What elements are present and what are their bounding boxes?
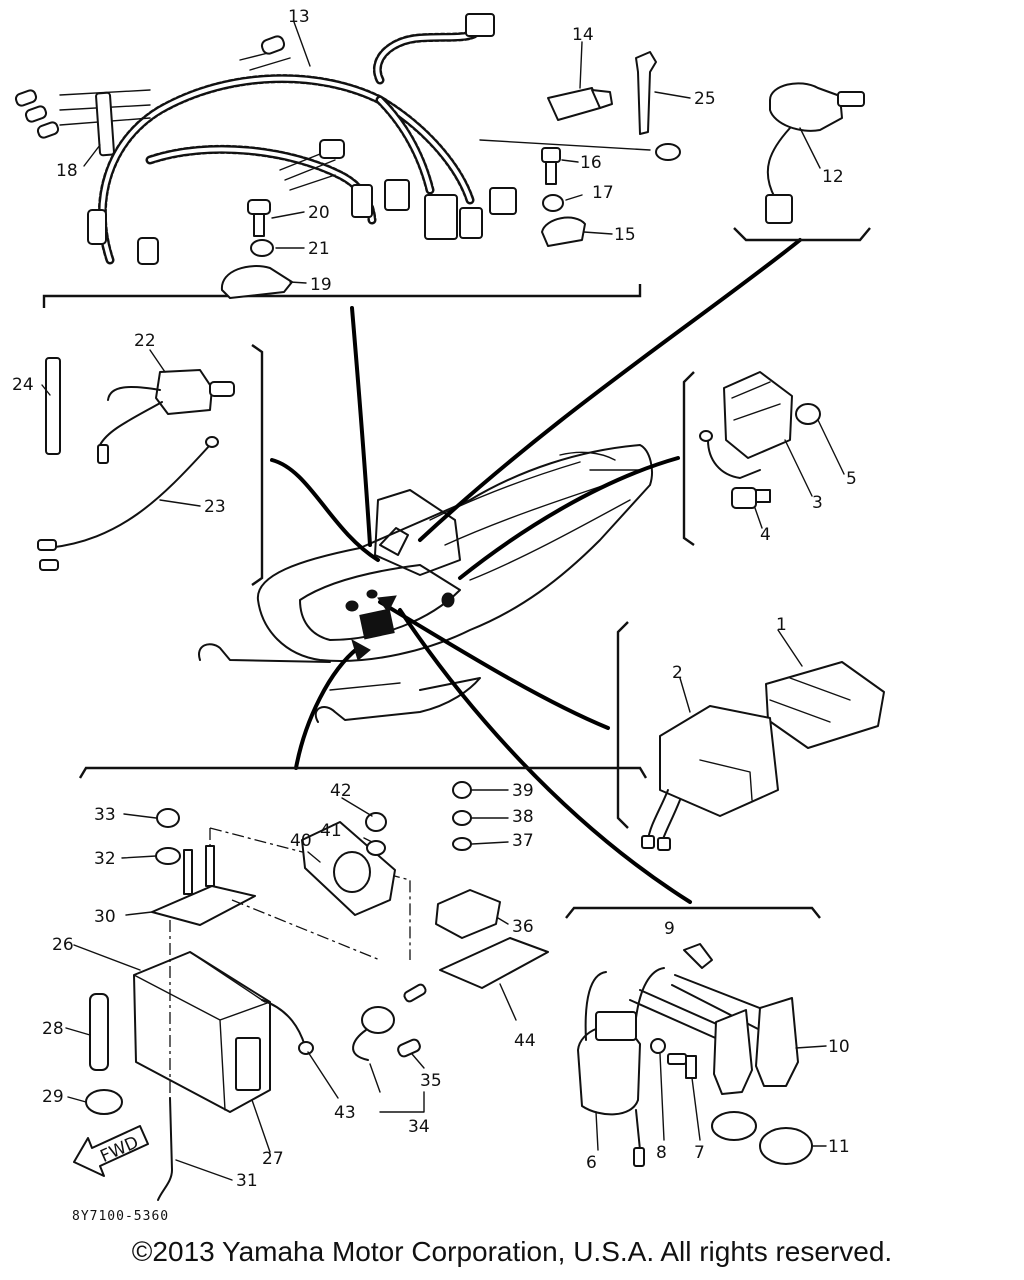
- callout-12: 12: [822, 167, 844, 187]
- switch-group: [37, 357, 235, 571]
- callout-23: 23: [204, 497, 226, 517]
- regulator-group: [699, 371, 821, 509]
- callout-37: 37: [512, 831, 534, 851]
- callout-30: 30: [94, 907, 116, 927]
- callout-14: 14: [572, 25, 594, 45]
- callout-15: 15: [614, 225, 636, 245]
- callout-5: 5: [846, 469, 857, 489]
- group-brackets: [42, 227, 871, 919]
- callout-26: 26: [52, 935, 74, 955]
- callout-27: 27: [262, 1149, 284, 1169]
- parts-diagram: FWD: [12, 7, 885, 1201]
- callout-11: 11: [828, 1137, 850, 1157]
- callout-1: 1: [776, 615, 787, 635]
- callout-39: 39: [512, 781, 534, 801]
- callout-4: 4: [760, 525, 771, 545]
- callout-29: 29: [42, 1087, 64, 1107]
- callout-13: 13: [288, 7, 310, 27]
- cdi-group: [641, 661, 885, 851]
- callout-31: 31: [236, 1171, 258, 1191]
- callout-35: 35: [420, 1071, 442, 1091]
- callout-9: 9: [664, 919, 675, 939]
- callout-32: 32: [94, 849, 116, 869]
- fwd-arrow: FWD: [73, 1125, 149, 1177]
- callout-28: 28: [42, 1019, 64, 1039]
- callout-20: 20: [308, 203, 330, 223]
- callout-24: 24: [12, 375, 34, 395]
- drawing-id: 8Y7100-5360: [72, 1209, 170, 1224]
- callout-44: 44: [514, 1031, 536, 1051]
- relay-box-group: [85, 781, 549, 1201]
- callout-17: 17: [592, 183, 614, 203]
- snowmobile-body: [198, 444, 653, 723]
- copyright-notice: ©2013 Yamaha Motor Corporation, U.S.A. A…: [131, 1236, 893, 1267]
- callout-7: 7: [694, 1143, 705, 1163]
- callout-10: 10: [828, 1037, 850, 1057]
- callout-21: 21: [308, 239, 330, 259]
- callout-3: 3: [812, 493, 823, 513]
- connection-lines: [270, 238, 802, 904]
- leader-lines: [41, 21, 845, 1181]
- callout-36: 36: [512, 917, 534, 937]
- callout-22: 22: [134, 331, 156, 351]
- callout-43: 43: [334, 1103, 356, 1123]
- callout-41: 41: [320, 821, 342, 841]
- callout-numbers: 1 2 3 4 5 6 7 8 9 10 11 12 13 14 15 16 1…: [12, 7, 857, 1191]
- top-hardware: [95, 51, 865, 299]
- wire-harness: [14, 13, 681, 265]
- callout-8: 8: [656, 1143, 667, 1163]
- ignition-coil-group: [577, 943, 813, 1167]
- callout-34: 34: [408, 1117, 430, 1137]
- callout-38: 38: [512, 807, 534, 827]
- callout-18: 18: [56, 161, 78, 181]
- callout-33: 33: [94, 805, 116, 825]
- callout-25: 25: [694, 89, 716, 109]
- callout-40: 40: [290, 831, 312, 851]
- callout-42: 42: [330, 781, 352, 801]
- callout-16: 16: [580, 153, 602, 173]
- callout-19: 19: [310, 275, 332, 295]
- callout-6: 6: [586, 1153, 597, 1173]
- callout-2: 2: [672, 663, 683, 683]
